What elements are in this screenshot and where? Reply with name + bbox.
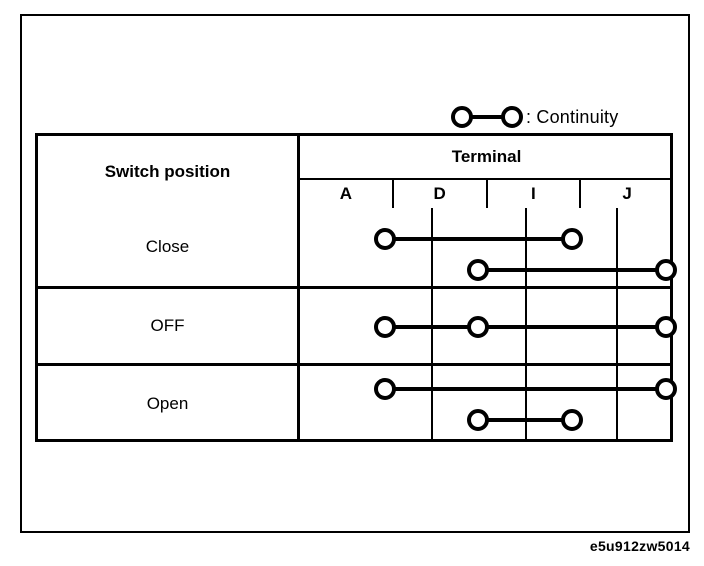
connection-node-j bbox=[655, 259, 677, 281]
connection-node-d bbox=[467, 316, 489, 338]
table-row: Open bbox=[38, 366, 677, 442]
connection-line-a-d-j bbox=[385, 325, 666, 329]
legend: : Continuity bbox=[450, 103, 618, 131]
connection-line-d-i bbox=[478, 418, 572, 422]
column-divider-d-i bbox=[525, 366, 527, 442]
connections-open bbox=[300, 366, 677, 442]
connections-close bbox=[300, 208, 677, 286]
header-switch-position: Switch position bbox=[38, 136, 300, 208]
row-label-close: Close bbox=[38, 208, 300, 286]
connection-node-j bbox=[655, 378, 677, 400]
header-terminal-j: J bbox=[622, 184, 632, 203]
connection-node-i bbox=[561, 409, 583, 431]
connection-line-a-j bbox=[385, 387, 666, 391]
table-body: Close OFF bbox=[38, 208, 677, 442]
table-row: OFF bbox=[38, 289, 677, 366]
row-cells-off bbox=[300, 289, 677, 363]
connections-off bbox=[300, 289, 677, 363]
column-divider-i-j bbox=[616, 208, 618, 286]
connection-node-i bbox=[561, 228, 583, 250]
continuity-symbol-line bbox=[462, 115, 512, 119]
connection-node-a bbox=[374, 316, 396, 338]
switch-continuity-table: Switch position Terminal A D I J Close bbox=[35, 133, 677, 442]
table-row: Close bbox=[38, 208, 677, 289]
connection-line-a-i bbox=[385, 237, 573, 241]
continuity-symbol-icon bbox=[450, 105, 524, 129]
connection-node-j bbox=[655, 316, 677, 338]
header-terminal-i: I bbox=[488, 180, 582, 208]
header-terminal-d: D bbox=[394, 180, 488, 208]
column-divider-a-d bbox=[431, 208, 433, 286]
connection-node-a bbox=[374, 228, 396, 250]
connection-node-d bbox=[467, 259, 489, 281]
continuity-symbol-node-left bbox=[451, 106, 473, 128]
row-label-off: OFF bbox=[38, 289, 300, 363]
row-cells-close bbox=[300, 208, 677, 286]
column-divider-i-j bbox=[616, 366, 618, 442]
legend-label: : Continuity bbox=[526, 106, 619, 127]
continuity-symbol-node-right bbox=[501, 106, 523, 128]
header-terminal-a: A bbox=[300, 180, 394, 208]
connection-line-d-j bbox=[478, 268, 666, 272]
diagram-outer-frame bbox=[20, 14, 690, 533]
column-divider-a-d bbox=[431, 366, 433, 442]
table-header: Switch position Terminal A D I J bbox=[38, 136, 673, 208]
figure-id-caption: e5u912zw5014 bbox=[589, 538, 690, 554]
column-divider-d-i bbox=[525, 208, 527, 286]
row-cells-open bbox=[300, 366, 677, 442]
header-terminal-group: Terminal bbox=[300, 136, 673, 180]
connection-node-a bbox=[374, 378, 396, 400]
row-label-open: Open bbox=[38, 366, 300, 442]
header-terminal-row: A D I J bbox=[300, 180, 673, 208]
connection-node-d bbox=[467, 409, 489, 431]
